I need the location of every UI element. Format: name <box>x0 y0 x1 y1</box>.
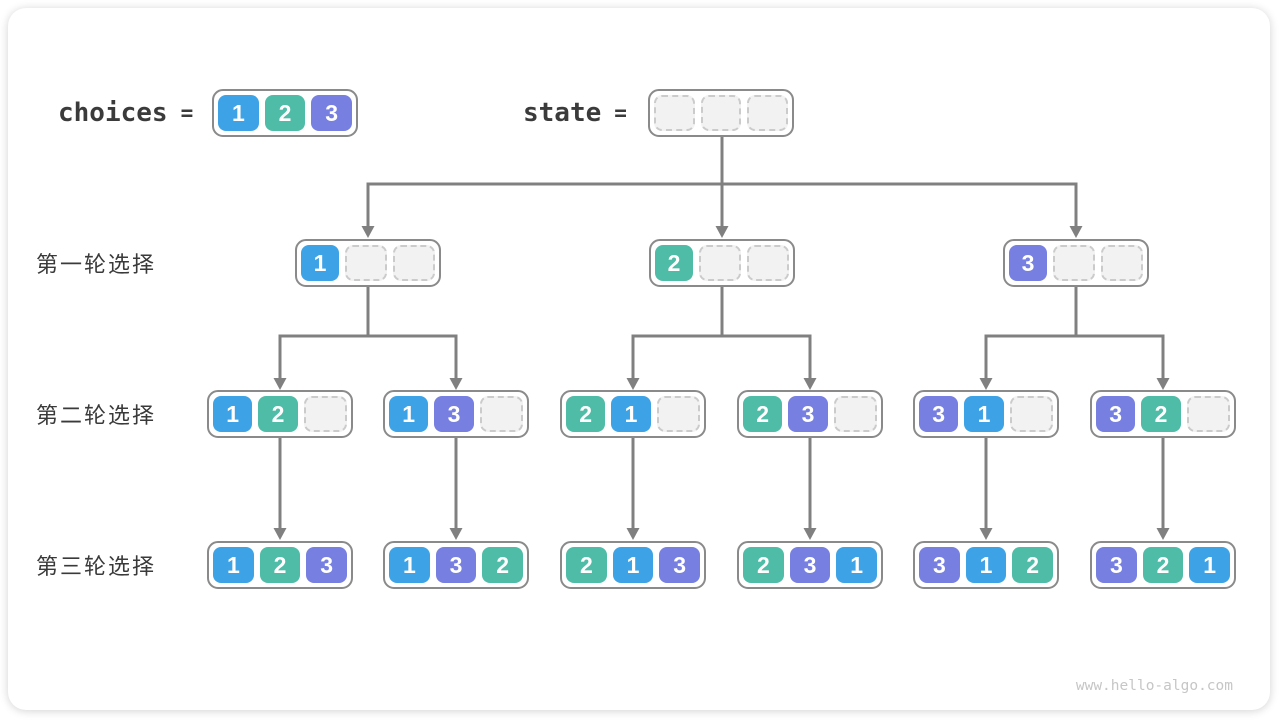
array-cell: 1 <box>218 95 259 131</box>
array-cell: 2 <box>264 95 306 131</box>
array-cell: 1 <box>389 396 429 432</box>
row-label-round-1: 第一轮选择 <box>36 252 157 277</box>
node-round1-1: 1 <box>295 239 441 287</box>
array-cell: 2 <box>743 396 783 432</box>
array-cell: 2 <box>259 547 301 583</box>
array-cell: 3 <box>789 547 831 583</box>
array-cell-empty <box>479 396 523 432</box>
array-cell-empty <box>1053 245 1095 281</box>
array-cell: 3 <box>434 396 474 432</box>
array-cell: 1 <box>301 245 339 281</box>
array-cell: 2 <box>655 245 693 281</box>
array-cell-empty <box>1101 245 1143 281</box>
array-cell-empty <box>393 245 435 281</box>
array-cell-empty <box>303 396 347 432</box>
state-label: state <box>523 98 602 128</box>
array-cell: 1 <box>612 547 654 583</box>
watermark: www.hello-algo.com <box>1075 678 1233 694</box>
array-cell: 3 <box>306 547 348 583</box>
array-cell: 3 <box>919 547 960 583</box>
state-caption: state = <box>523 89 627 137</box>
state-array <box>648 89 794 137</box>
row-label-round-3: 第三轮选择 <box>36 554 157 579</box>
array-cell: 2 <box>258 396 298 432</box>
array-cell: 1 <box>213 547 254 583</box>
row-label-round-2: 第二轮选择 <box>36 403 157 428</box>
array-cell-empty <box>345 245 387 281</box>
node-round1-2: 2 <box>649 239 795 287</box>
array-cell: 3 <box>1009 245 1047 281</box>
array-cell: 1 <box>389 547 430 583</box>
array-cell-empty <box>747 95 789 131</box>
array-cell-empty <box>700 95 742 131</box>
array-cell: 3 <box>435 547 477 583</box>
choices-equals-sign: = <box>180 101 194 125</box>
array-cell: 3 <box>919 396 959 432</box>
array-cell: 1 <box>1189 547 1231 583</box>
array-cell: 1 <box>213 396 253 432</box>
array-cell: 2 <box>566 547 607 583</box>
array-cell: 2 <box>482 547 524 583</box>
choices-caption: choices = <box>58 89 193 137</box>
array-cell: 1 <box>965 547 1007 583</box>
array-cell: 1 <box>836 547 878 583</box>
choices-label: choices <box>58 98 168 128</box>
state-equals-sign: = <box>614 101 627 125</box>
array-cell-empty <box>656 396 700 432</box>
array-cell: 2 <box>1142 547 1184 583</box>
array-cell: 3 <box>1096 396 1136 432</box>
array-cell-empty <box>654 95 695 131</box>
array-cell: 2 <box>1012 547 1054 583</box>
array-cell: 2 <box>743 547 784 583</box>
array-cell: 2 <box>1141 396 1181 432</box>
array-cell: 3 <box>311 95 353 131</box>
array-cell: 1 <box>611 396 651 432</box>
array-cell: 1 <box>964 396 1004 432</box>
array-cell-empty <box>1009 396 1053 432</box>
array-cell-empty <box>747 245 789 281</box>
node-round1-3: 3 <box>1003 239 1149 287</box>
array-cell: 3 <box>788 396 828 432</box>
array-cell: 3 <box>659 547 701 583</box>
array-cell-empty <box>699 245 741 281</box>
array-cell: 3 <box>1096 547 1137 583</box>
array-cell: 2 <box>566 396 606 432</box>
array-cell-empty <box>833 396 877 432</box>
array-cell-empty <box>1186 396 1230 432</box>
